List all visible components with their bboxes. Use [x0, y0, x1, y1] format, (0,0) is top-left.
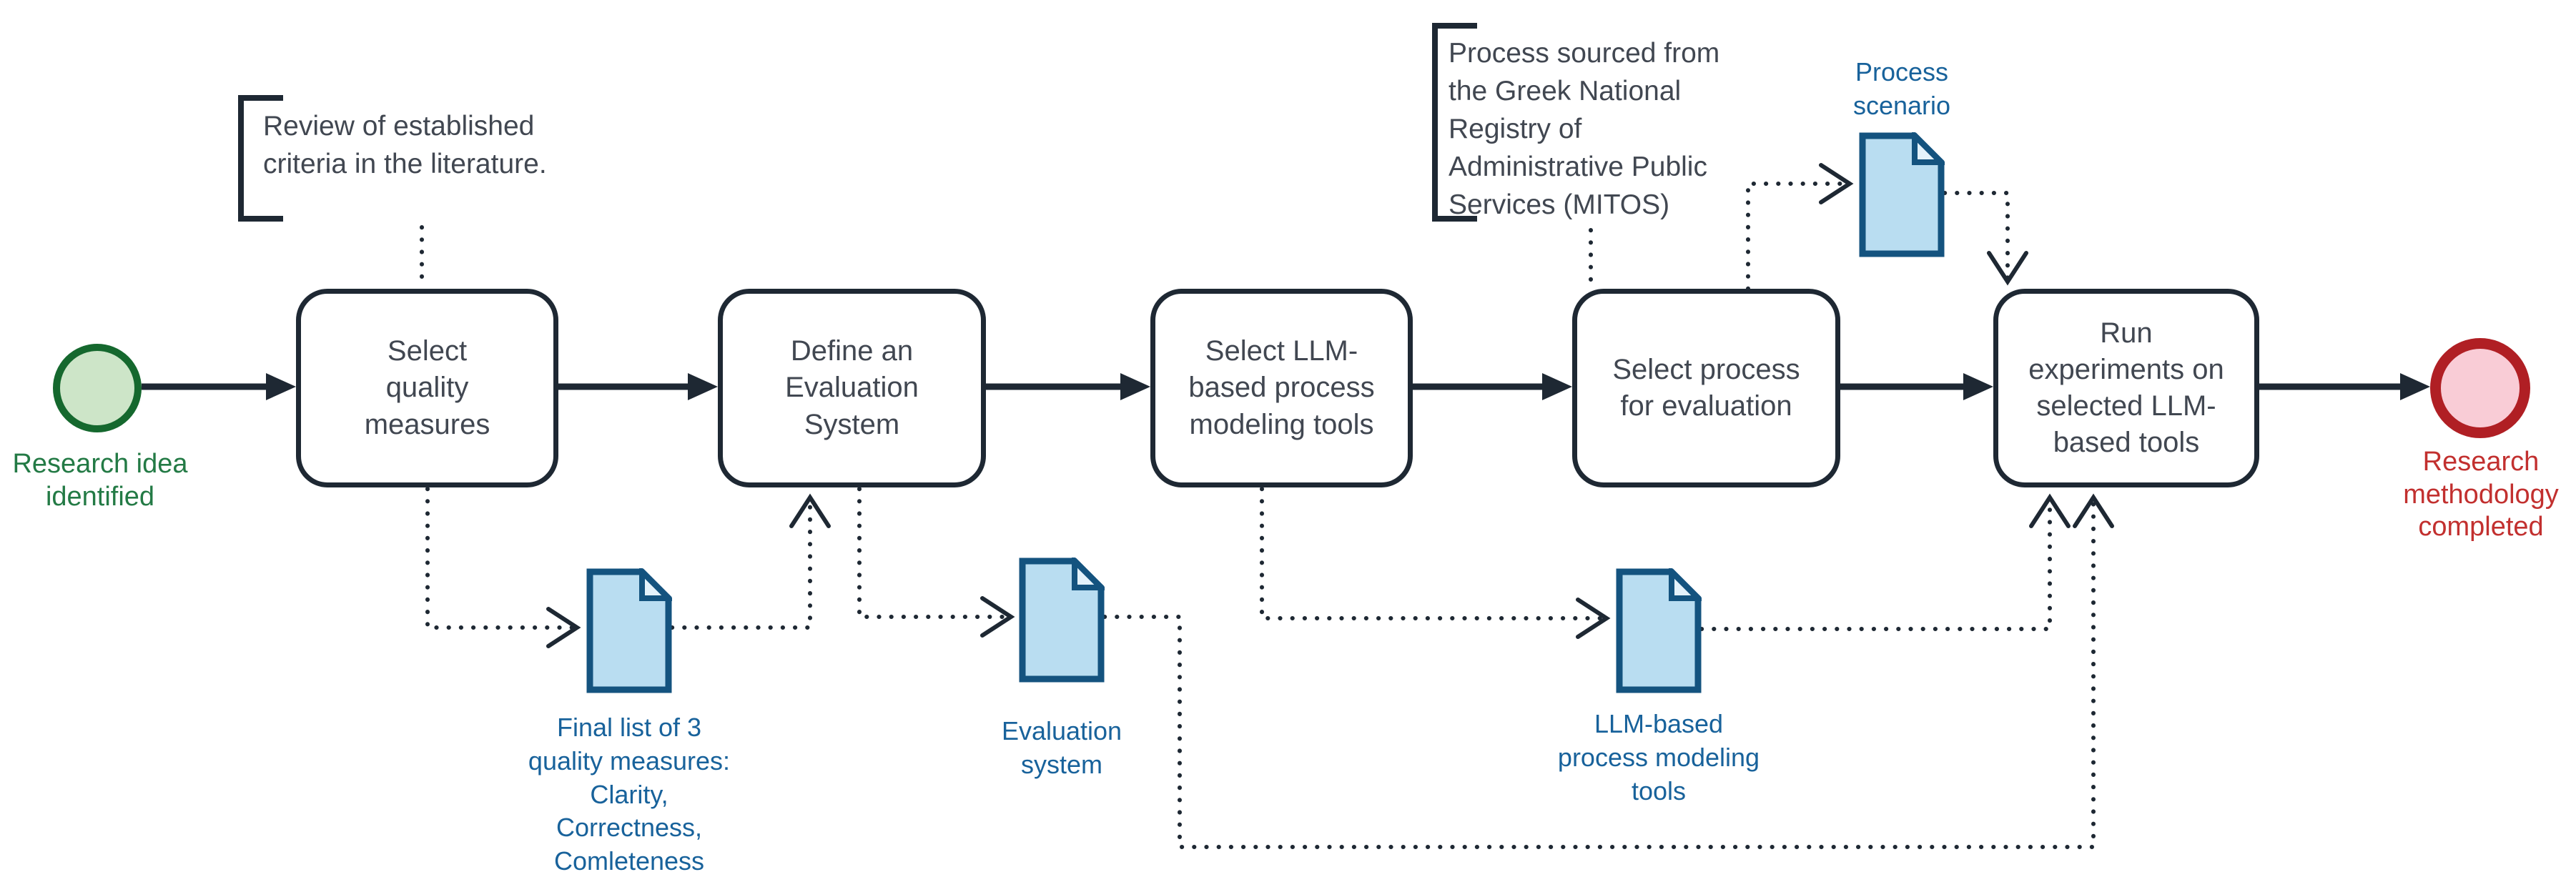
association-doc3-to-task5	[1699, 493, 2071, 631]
sequence-flow-task4-to-task5	[1840, 373, 1993, 400]
annotation-bracket-icon	[238, 95, 283, 222]
arrowhead-icon	[1120, 373, 1150, 400]
document-icon	[1019, 558, 1105, 683]
sequence-flow-task1-to-task2	[558, 373, 718, 400]
end-event-label: Research methodology completed	[2403, 447, 2559, 542]
arrowhead-icon	[1963, 373, 1993, 400]
task-label: Run experiments on selected LLM- based t…	[2028, 317, 2224, 459]
annotation-review-criteria: Review of established criteria in the li…	[263, 111, 547, 180]
annotation-bracket-icon	[1432, 23, 1477, 222]
arrowhead-icon	[2400, 373, 2430, 400]
annotation-mitos-source: Process sourced from the Greek National …	[1449, 38, 1720, 221]
data-object-final-list	[586, 568, 672, 693]
start-event-label: Research idea identified	[12, 449, 188, 512]
association-task3-to-doc3	[1260, 487, 1611, 639]
association-doc2-to-task5	[1102, 493, 2114, 849]
document-icon	[586, 568, 672, 693]
association-doc1-to-task2	[670, 493, 831, 630]
arrowhead-icon	[1542, 373, 1572, 400]
data-object-evaluation-system	[1019, 558, 1105, 683]
task-label: Select LLM- based process modeling tools	[1188, 335, 1375, 440]
association-doc4-to-task5	[1943, 191, 2028, 286]
arrowhead-icon	[688, 373, 718, 400]
task-label: Select quality measures	[364, 335, 490, 440]
sequence-flow-task2-to-task3	[986, 373, 1150, 400]
sequence-flow-task5-to-end	[2259, 373, 2430, 400]
arrowhead-icon	[266, 373, 296, 400]
association-task4-to-doc4	[1746, 163, 1854, 291]
task-select-process: Select process for evaluation	[1572, 289, 1840, 487]
task-run-experiments: Run experiments on selected LLM- based t…	[1993, 289, 2259, 487]
association-task2-to-doc2	[857, 487, 1015, 638]
document-icon	[1616, 568, 1702, 693]
task-select-llm-tools: Select LLM- based process modeling tools	[1150, 289, 1413, 487]
data-object-label-evaluation-system: Evaluation system	[1001, 716, 1122, 779]
sequence-flow-task3-to-task4	[1413, 373, 1572, 400]
task-label: Define an Evaluation System	[785, 335, 919, 440]
data-object-label-final-list: Final list of 3 quality measures: Clarit…	[528, 713, 731, 876]
data-object-label-process-scenario: Process scenario	[1852, 57, 1951, 120]
task-label: Select process for evaluation	[1612, 353, 1800, 422]
start-event-circle	[53, 344, 142, 432]
data-object-process-scenario	[1859, 132, 1945, 257]
end-event-circle	[2430, 338, 2530, 438]
data-object-label-llm-tools: LLM-based process modeling tools	[1557, 709, 1760, 806]
association-task1-to-doc1	[425, 487, 581, 648]
data-object-llm-tools	[1616, 568, 1702, 693]
task-select-quality-measures: Select quality measures	[296, 289, 558, 487]
task-define-evaluation-system: Define an Evaluation System	[718, 289, 986, 487]
sequence-flow-start-to-task1	[142, 373, 296, 400]
document-icon	[1859, 132, 1945, 257]
